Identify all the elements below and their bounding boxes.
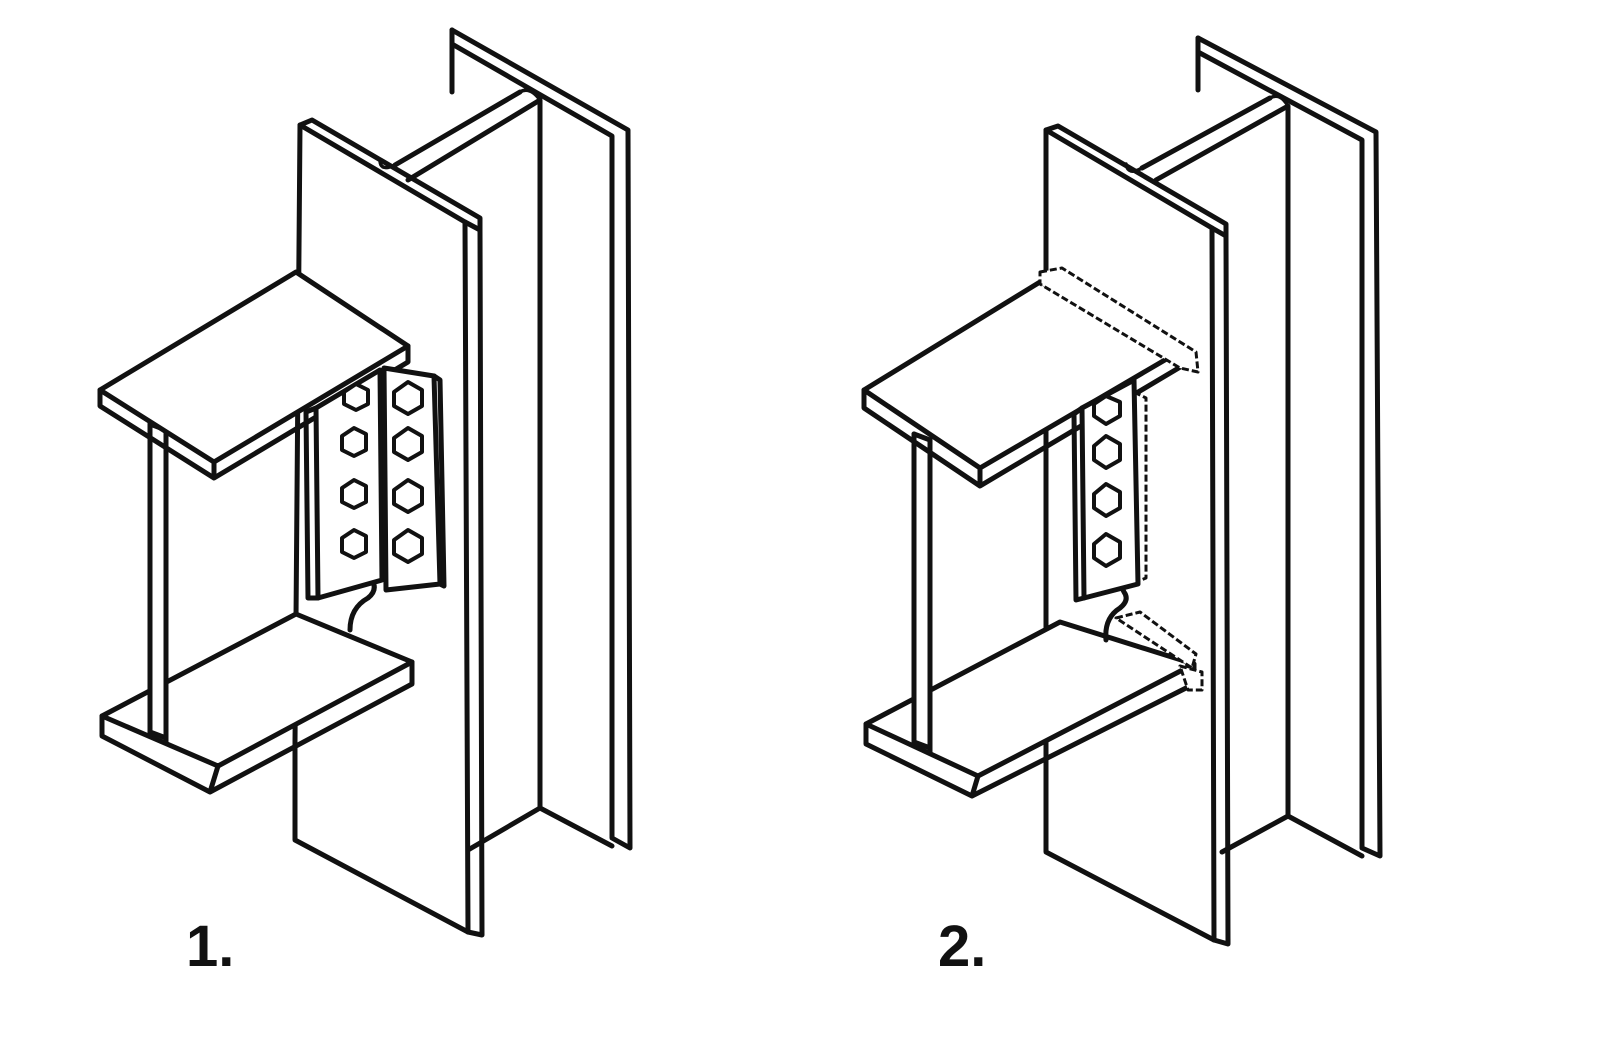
beam-2-web-lines bbox=[911, 431, 933, 755]
beam-1 bbox=[97, 269, 415, 795]
figure-label-1: 1. bbox=[186, 914, 235, 979]
weld-top-flange bbox=[1038, 266, 1200, 374]
bolt-icon bbox=[340, 478, 368, 510]
connection-1-bolted bbox=[97, 27, 633, 938]
beam-2 bbox=[861, 279, 1197, 799]
bolt-icon bbox=[392, 478, 424, 514]
weld-web-lower bbox=[1114, 610, 1198, 670]
beam-1-bottom-flange-thickness bbox=[99, 659, 415, 795]
bolt-icon bbox=[1092, 482, 1122, 518]
bolt-icon bbox=[340, 528, 368, 560]
shear-tab-2-edge bbox=[1071, 405, 1087, 603]
shear-tab-2 bbox=[1071, 377, 1141, 603]
bolt-icon bbox=[1092, 532, 1122, 568]
column-1-front-flange-edge bbox=[297, 117, 485, 938]
connection-2-welded bbox=[861, 35, 1383, 947]
beam-1-web-lines bbox=[147, 421, 169, 745]
bolt-row-2 bbox=[1092, 394, 1122, 568]
bolt-icon bbox=[342, 382, 370, 412]
bolt-icon bbox=[392, 528, 424, 564]
shear-tab-1 bbox=[303, 365, 447, 601]
column-2-front-flange-edge bbox=[1043, 123, 1231, 947]
bolt-icon bbox=[1092, 394, 1122, 426]
beam-1-top-flange-thickness bbox=[97, 343, 411, 481]
bolt-row-1-left bbox=[340, 382, 370, 560]
weld-bottom-flange bbox=[1178, 664, 1204, 692]
bolt-icon bbox=[392, 426, 424, 462]
bolt-icon bbox=[392, 380, 424, 416]
bolt-icon bbox=[340, 426, 368, 458]
bolt-row-1-right bbox=[392, 380, 424, 564]
figure-label-2: 2. bbox=[938, 914, 987, 979]
bolt-icon bbox=[1092, 434, 1122, 470]
welds-2 bbox=[1038, 266, 1204, 692]
shear-tab-1-edges bbox=[303, 373, 447, 601]
